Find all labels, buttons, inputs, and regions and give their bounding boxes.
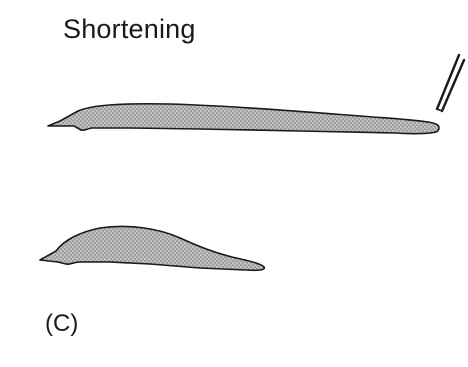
specimen-shortened (40, 226, 264, 270)
forceps-icon (437, 55, 464, 111)
panel-label: (C) (45, 310, 78, 338)
specimen-elongated (48, 104, 439, 134)
